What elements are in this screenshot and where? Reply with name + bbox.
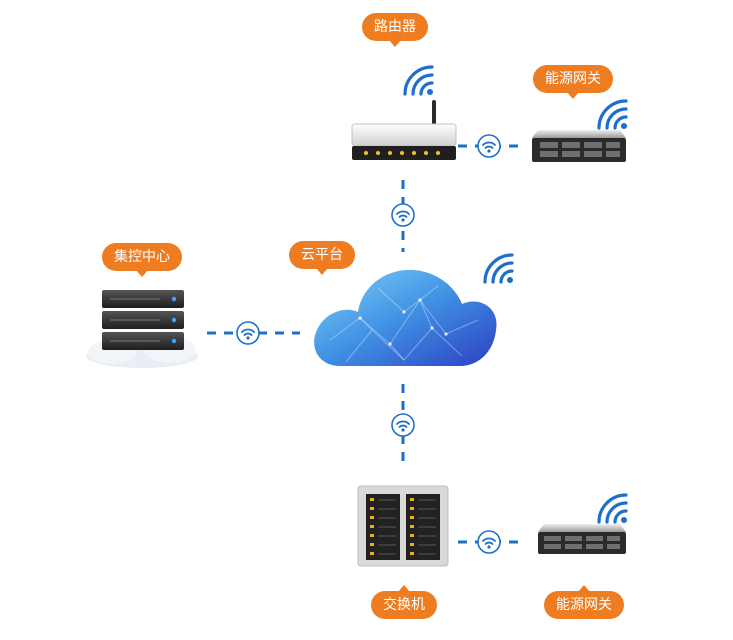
gateway-top-label: 能源网关 (533, 65, 613, 99)
wifi-icon (391, 413, 415, 437)
wifi-icon (236, 321, 260, 345)
gateway-bottom-label: 能源网关 (544, 585, 624, 619)
router-device (351, 65, 457, 160)
wifi-signal-icon (403, 65, 435, 97)
link-router-gateway-top (458, 134, 522, 158)
gateway-bottom-device (538, 493, 629, 554)
wifi-signal-icon (483, 253, 515, 285)
switch-label: 交换机 (371, 585, 437, 619)
link-cloud-switch (391, 384, 415, 466)
control-center-device (86, 290, 198, 368)
wifi-icon (477, 530, 501, 554)
wifi-icon (477, 134, 501, 158)
cloud-platform (314, 253, 515, 366)
switch-device (357, 485, 449, 567)
cloud-platform-label: 云平台 (289, 241, 355, 275)
link-switch-gateway-bottom (458, 530, 522, 554)
wifi-signal-icon (597, 99, 629, 131)
wifi-signal-icon (597, 493, 629, 525)
control-center-label: 集控中心 (102, 243, 182, 277)
link-router-cloud (391, 180, 415, 252)
wifi-icon (391, 203, 415, 227)
gateway-top-device (532, 99, 629, 162)
router-label: 路由器 (362, 13, 428, 47)
link-center-cloud (207, 321, 300, 345)
router-antenna (432, 100, 436, 126)
